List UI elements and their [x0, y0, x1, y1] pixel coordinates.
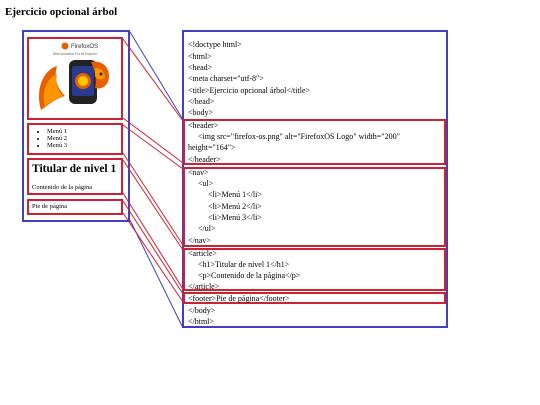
connector-body: [129, 31, 183, 119]
rendered-header-box: [27, 37, 123, 120]
connector-body: [129, 219, 183, 327]
connector-footer: [122, 212, 184, 303]
connector-article: [122, 159, 184, 251]
svg-text:Best Animation For All Explore: Best Animation For All Explorer: [53, 52, 98, 56]
code-footer-box: [183, 292, 446, 304]
list-item: Menú 3: [47, 142, 121, 149]
code-line: <p>Contenido de la página</p>: [198, 271, 301, 280]
page-title: Ejercicio opcional árbol: [5, 6, 118, 18]
rendered-nav-box: Menú 1 Menú 2 Menú 3: [27, 123, 123, 155]
connector-footer: [122, 200, 184, 295]
code-line: <li>Menú 1</li>: [208, 190, 262, 199]
code-line: </head>: [188, 97, 215, 106]
code-line: <header>: [188, 121, 219, 130]
code-line: <article>: [188, 249, 218, 258]
rendered-heading: Titular de nivel 1: [32, 163, 117, 175]
code-line: <title>Ejercicio opcional árbol</title>: [188, 86, 311, 95]
code-header-box: [183, 119, 446, 165]
code-line: <li>Menú 3</li>: [208, 213, 262, 222]
code-nav-box: [183, 167, 446, 247]
code-line: <ul>: [198, 179, 214, 188]
code-line: </html>: [188, 317, 214, 326]
code-line: </header>: [188, 155, 221, 164]
rendered-footer-text: Pie de página: [32, 203, 68, 210]
svg-text:FirefoxOS: FirefoxOS: [71, 44, 98, 50]
code-line: <li>Menú 2</li>: [208, 202, 262, 211]
code-line: </nav>: [188, 236, 211, 245]
list-item: Menú 1: [47, 128, 121, 135]
code-line: <h1>Titular de nivel 1</h1>: [198, 260, 290, 269]
rendered-article-box: Titular de nivel 1 Contenido de la págin…: [27, 158, 123, 195]
connector-article: [122, 192, 184, 290]
code-line: <!doctype html>: [188, 40, 242, 49]
connector-header: [122, 38, 184, 122]
connector-nav: [122, 124, 184, 170]
connector-header: [122, 117, 184, 164]
list-item: Menú 2: [47, 135, 121, 142]
code-line: <meta charset="utf-8">: [188, 74, 264, 83]
code-line: <body>: [188, 108, 214, 117]
rendered-paragraph: Contenido de la página: [32, 184, 93, 191]
code-line: <nav>: [188, 168, 209, 177]
code-line: <html>: [188, 52, 212, 61]
code-line: <img src="firefox-os.png" alt="FirefoxOS…: [198, 132, 400, 141]
code-line: <footer>Pie de página</footer>: [188, 294, 290, 303]
code-line: <head>: [188, 63, 213, 72]
firefox-os-logo: FirefoxOS Best Animation For All Explore…: [35, 40, 115, 114]
rendered-nav-list: Menú 1 Menú 2 Menú 3: [29, 125, 121, 149]
code-line: </article>: [188, 282, 220, 291]
code-line: </body>: [188, 306, 216, 315]
code-line: height="164">: [188, 143, 236, 152]
connector-nav: [122, 152, 184, 246]
code-line: </ul>: [198, 224, 216, 233]
rendered-footer-box: Pie de página: [27, 199, 123, 215]
code-article-box: [183, 248, 446, 291]
